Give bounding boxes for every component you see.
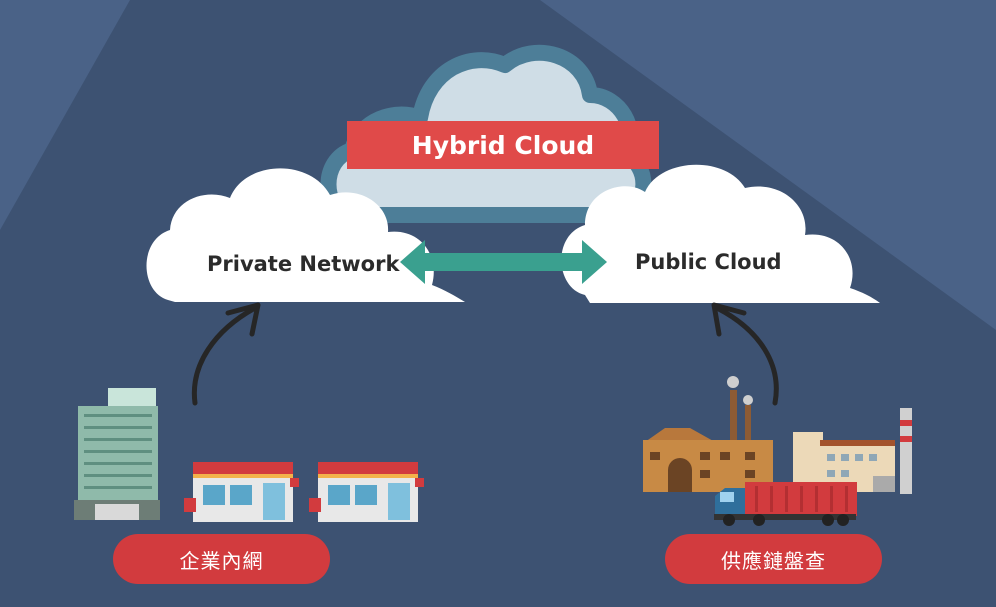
public-cloud xyxy=(561,164,880,303)
background-panel-left xyxy=(0,0,130,230)
background-panel-right xyxy=(540,0,996,330)
curved-arrow-right-icon xyxy=(714,305,779,406)
private-network-cloud xyxy=(146,168,465,302)
convenience-store-icon xyxy=(309,462,424,522)
office-building-icon xyxy=(74,388,160,520)
bidirectional-arrow-icon xyxy=(400,240,607,284)
supply-chain-pill: 供應鏈盤查 xyxy=(665,534,882,584)
cargo-truck-icon xyxy=(714,482,857,526)
factory-icon xyxy=(643,376,912,494)
curved-arrow-left-head xyxy=(225,302,261,337)
enterprise-intranet-pill: 企業內網 xyxy=(113,534,330,584)
hybrid-cloud-banner: Hybrid Cloud xyxy=(347,121,659,169)
private-network-label: Private Network xyxy=(207,252,400,276)
convenience-store-icon xyxy=(184,462,299,522)
public-cloud-label: Public Cloud xyxy=(635,250,782,274)
curved-arrow-left-icon xyxy=(191,305,258,406)
curved-arrow-right-head xyxy=(711,302,747,337)
